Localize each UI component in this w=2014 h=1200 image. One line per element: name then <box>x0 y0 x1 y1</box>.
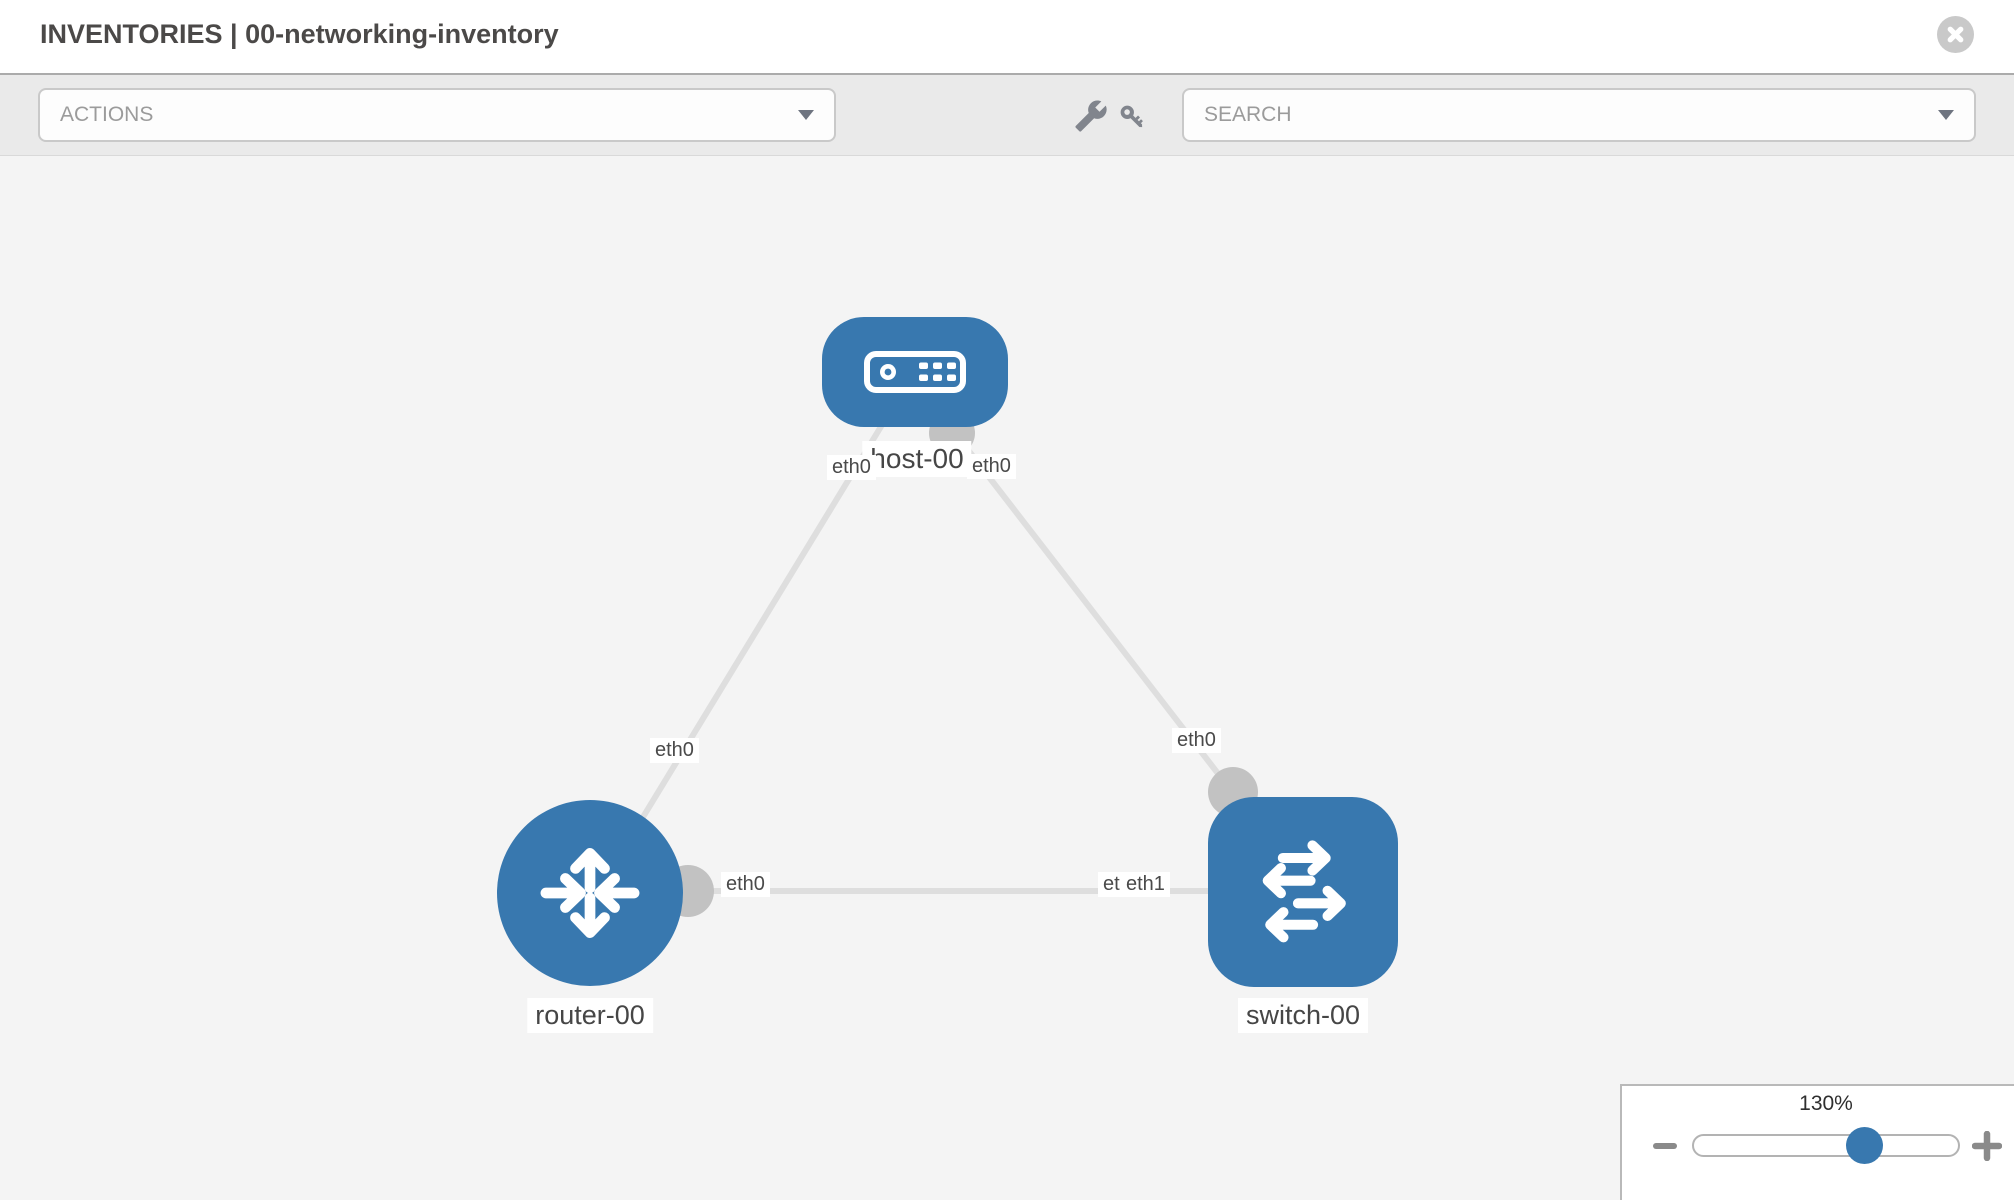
wrench-icon <box>1075 100 1107 132</box>
node-switch-00[interactable] <box>1208 797 1398 987</box>
configure-button[interactable] <box>1074 99 1108 133</box>
zoom-slider-track[interactable] <box>1692 1134 1960 1157</box>
minus-icon <box>1653 1143 1677 1149</box>
node-label-router-00: router-00 <box>527 998 653 1033</box>
zoom-level: 130% <box>1799 1092 1853 1115</box>
node-router-00[interactable] <box>497 800 683 986</box>
close-icon <box>1947 26 1964 43</box>
server-icon <box>864 351 966 393</box>
page-title: INVENTORIES | 00-networking-inventory <box>40 19 559 49</box>
interface-label: eth0 <box>721 872 770 897</box>
key-icon <box>1120 105 1143 128</box>
zoom-in-button[interactable] <box>1971 1130 2003 1162</box>
actions-dropdown-label: ACTIONS <box>60 103 154 126</box>
header: INVENTORIES | 00-networking-inventory <box>0 0 2014 73</box>
switch-arrows-icon <box>1262 840 1346 943</box>
zoom-slider-thumb[interactable] <box>1846 1127 1883 1164</box>
node-label-switch-00: switch-00 <box>1237 998 1369 1033</box>
search-dropdown[interactable]: SEARCH <box>1182 88 1976 142</box>
node-label-host-00: host-00 <box>862 441 972 477</box>
zoom-control-panel: 130% <box>1620 1084 2014 1200</box>
close-button[interactable] <box>1937 16 1974 53</box>
interface-label: eth1 <box>1121 872 1170 897</box>
zoom-out-button[interactable] <box>1650 1131 1680 1161</box>
search-dropdown-label: SEARCH <box>1204 103 1292 126</box>
topology-links-layer <box>637 410 1262 917</box>
node-host-00[interactable] <box>822 317 1008 427</box>
router-arrows-icon <box>540 847 640 939</box>
caret-down-icon <box>798 110 814 120</box>
caret-down-icon <box>1938 110 1954 120</box>
toolbar: ACTIONS SEARCH <box>0 73 2014 156</box>
interface-label: eth0 <box>650 738 699 763</box>
actions-dropdown[interactable]: ACTIONS <box>38 88 836 142</box>
plus-icon <box>1971 1130 2003 1162</box>
interface-label: eth0 <box>1172 728 1221 753</box>
interface-label: eth0 <box>827 455 876 480</box>
interface-label: eth0 <box>967 454 1016 479</box>
topology-canvas[interactable]: host-00 router-00 switch-00 eth0 eth0 et… <box>0 156 2014 1200</box>
credentials-button[interactable] <box>1116 101 1148 133</box>
